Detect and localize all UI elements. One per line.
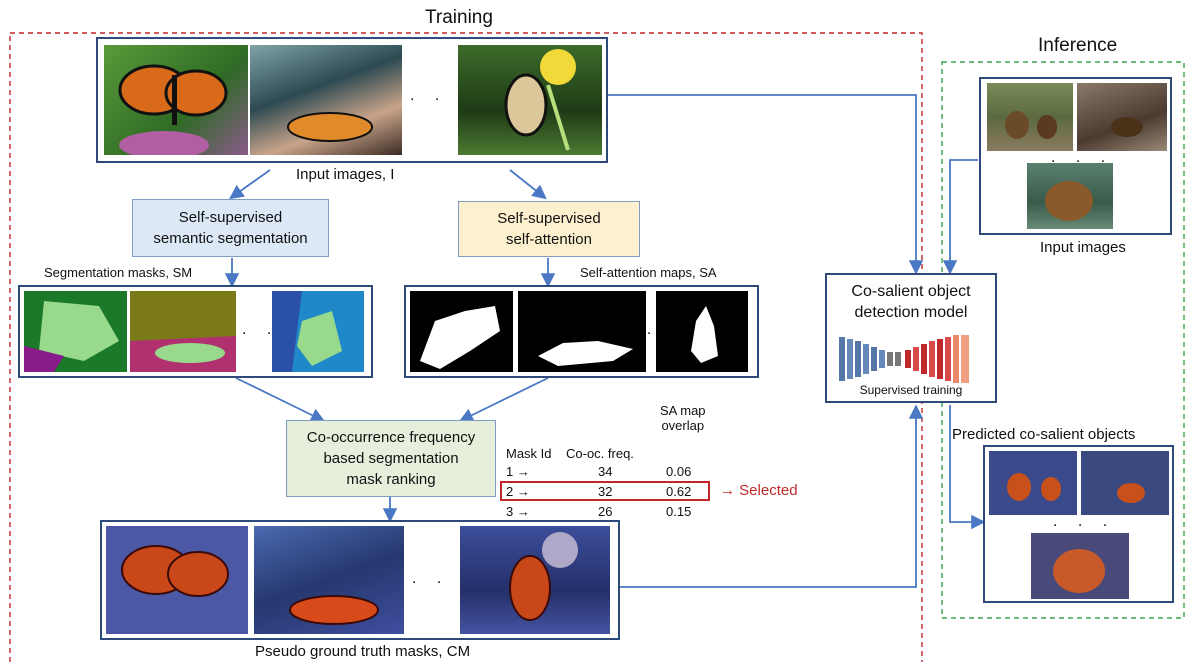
arrow-model-to-predicted bbox=[949, 405, 986, 530]
pseudo-mask-1 bbox=[106, 526, 248, 634]
table-header-sa-overlap: SA map overlap bbox=[660, 403, 706, 433]
segmentation-masks-frame: . . bbox=[18, 285, 373, 378]
butterfly-flower-image bbox=[458, 45, 602, 155]
attention-map-3 bbox=[656, 291, 748, 372]
arrow-input-to-model bbox=[608, 94, 924, 275]
pseudo-ground-truth-caption: Pseudo ground truth masks, CM bbox=[255, 643, 471, 660]
predicted-mask-3 bbox=[1031, 533, 1129, 599]
selected-row-highlight bbox=[500, 481, 710, 501]
segmentation-mask-1 bbox=[24, 291, 127, 372]
arrow-inference-to-model bbox=[942, 159, 978, 275]
arrow-masks-to-rank bbox=[235, 377, 326, 422]
training-region-border bbox=[9, 32, 923, 662]
inference-input-caption: Input images bbox=[1040, 239, 1126, 256]
inference-input-frame: . . . bbox=[979, 77, 1172, 235]
selected-label: → Selected bbox=[720, 482, 798, 499]
pseudo-mask-3 bbox=[460, 526, 610, 634]
table-row-1-overlap: 0.06 bbox=[666, 464, 692, 479]
predicted-mask-2 bbox=[1081, 451, 1169, 515]
attention-map-1 bbox=[410, 291, 513, 372]
attention-map-2 bbox=[518, 291, 646, 372]
bear-image-2 bbox=[1077, 83, 1167, 151]
inference-input-ellipsis: . . . bbox=[1051, 149, 1114, 166]
predicted-objects-caption: Predicted co-salient objects bbox=[952, 426, 1136, 443]
girl-butterfly-image bbox=[250, 45, 402, 155]
bear-image-1 bbox=[987, 83, 1073, 151]
model-caption: Supervised training bbox=[859, 383, 963, 397]
table-row-3-id: 3 → bbox=[506, 504, 530, 519]
predicted-objects-frame: . . . bbox=[983, 445, 1174, 603]
arrow-pseudo-to-model bbox=[620, 404, 924, 588]
network-architecture-icon bbox=[839, 335, 969, 383]
table-row-3-overlap: 0.15 bbox=[666, 504, 692, 519]
predicted-mask-1 bbox=[989, 451, 1077, 515]
input-images-ellipsis: . . bbox=[410, 87, 448, 104]
table-row-2-overlap: 0.62 bbox=[666, 484, 692, 499]
table-row-3-freq: 26 bbox=[598, 504, 613, 519]
mask-ranking-box: Co-occurrence frequency based segmentati… bbox=[286, 420, 496, 497]
input-images-frame: . . bbox=[96, 37, 608, 163]
self-attention-box: Self-supervised self-attention bbox=[458, 201, 640, 257]
pseudo-ground-truth-frame: . . . bbox=[100, 520, 620, 640]
segmentation-masks-caption: Segmentation masks, SM bbox=[44, 265, 193, 280]
segmentation-mask-3 bbox=[272, 291, 364, 372]
segmentation-mask-2 bbox=[130, 291, 236, 372]
model-title: Co-salient object detection model bbox=[851, 283, 971, 321]
butterfly-image-1 bbox=[104, 45, 248, 155]
arrow-input-to-seg bbox=[229, 169, 271, 200]
co-salient-model-box: Co-salient object detection model Superv… bbox=[825, 273, 997, 403]
table-header-mask-id: Mask Id bbox=[506, 446, 552, 461]
arrow-input-to-att bbox=[509, 169, 547, 200]
arrow-maps-to-rank bbox=[458, 377, 549, 422]
input-images-caption: Input images, I bbox=[296, 166, 395, 183]
table-row-1-freq: 34 bbox=[598, 464, 613, 479]
predicted-objects-ellipsis: . . . bbox=[1053, 513, 1116, 530]
pseudo-masks-ellipsis: . . . bbox=[412, 570, 475, 587]
semantic-segmentation-box: Self-supervised semantic segmentation bbox=[132, 199, 329, 257]
table-header-cooc-freq: Co-oc. freq. bbox=[566, 446, 634, 461]
table-row-1-id: 1 → bbox=[506, 464, 530, 479]
pseudo-mask-2 bbox=[254, 526, 404, 634]
self-attention-maps-caption: Self-attention maps, SA bbox=[580, 265, 717, 280]
self-attention-maps-frame: . . bbox=[404, 285, 759, 378]
bear-image-3 bbox=[1027, 163, 1113, 229]
inference-title: Inference bbox=[1038, 35, 1118, 56]
attention-maps-ellipsis: . . bbox=[622, 321, 660, 338]
training-title: Training bbox=[425, 7, 493, 28]
table-row-2-freq: 32 bbox=[598, 484, 613, 499]
table-row-2-id: 2 → bbox=[506, 484, 530, 499]
segmentation-masks-ellipsis: . . bbox=[242, 321, 280, 338]
